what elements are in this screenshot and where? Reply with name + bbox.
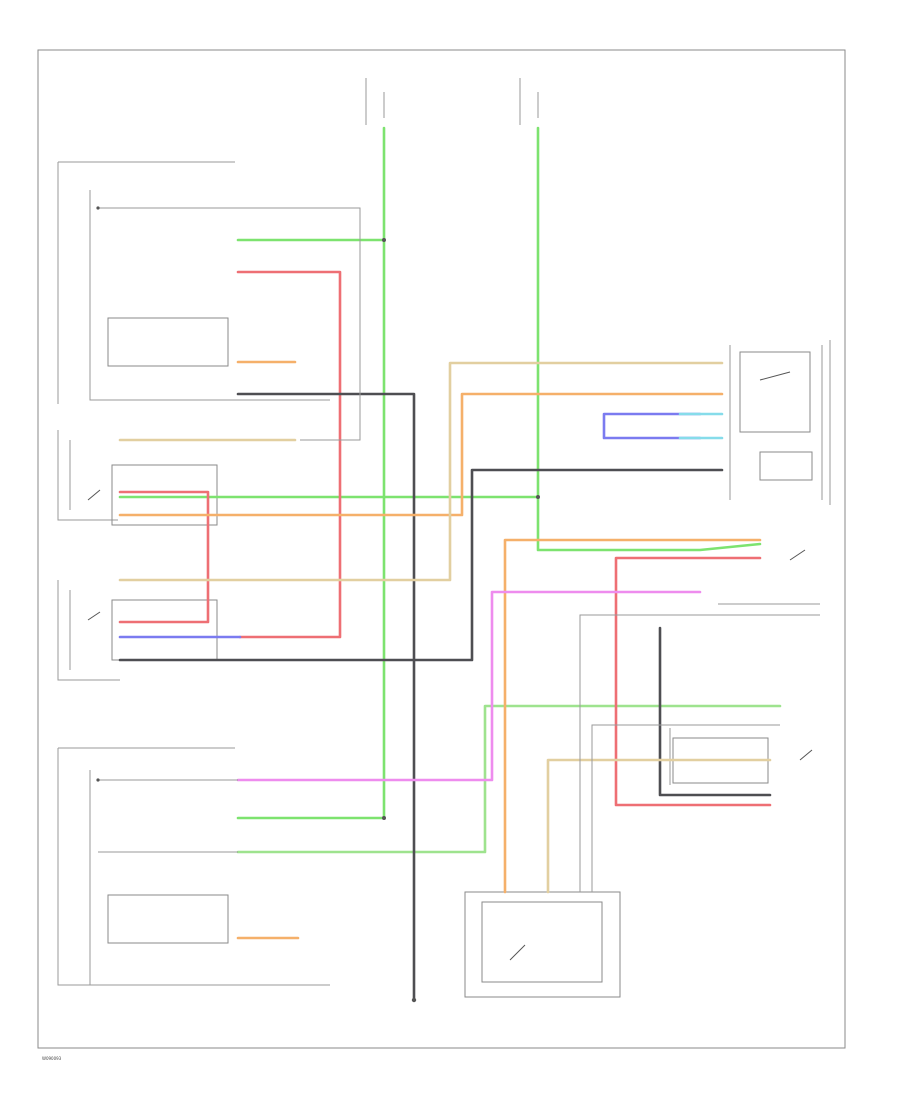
wire-red-a: [236, 270, 342, 639]
wire-lightgray: [98, 207, 820, 892]
wire-blue-b: [602, 412, 702, 440]
wire-tan-c: [546, 758, 772, 894]
component-outlines: [57, 161, 831, 998]
wire-red-b: [118, 490, 210, 624]
wire-green-left: [236, 126, 386, 820]
splice-dots: [96, 206, 540, 1003]
switch-symbols: [87, 371, 813, 961]
wire-green-right: [536, 126, 762, 552]
wire-gray-b: [118, 468, 724, 662]
fuse-top-left: [365, 78, 539, 125]
wire-gray-c: [658, 626, 772, 797]
wire-orange-c: [503, 538, 762, 894]
diagram-footer-code: W090093: [42, 1056, 62, 1061]
wire-orange-b: [118, 392, 724, 517]
wire-cyan: [678, 412, 724, 440]
wire-pink: [236, 590, 702, 782]
wire-gray-ground: [236, 392, 416, 1002]
wire-tan-a: [118, 361, 724, 582]
diagram-frame: [37, 49, 846, 1049]
wire-red-c: [614, 556, 772, 807]
